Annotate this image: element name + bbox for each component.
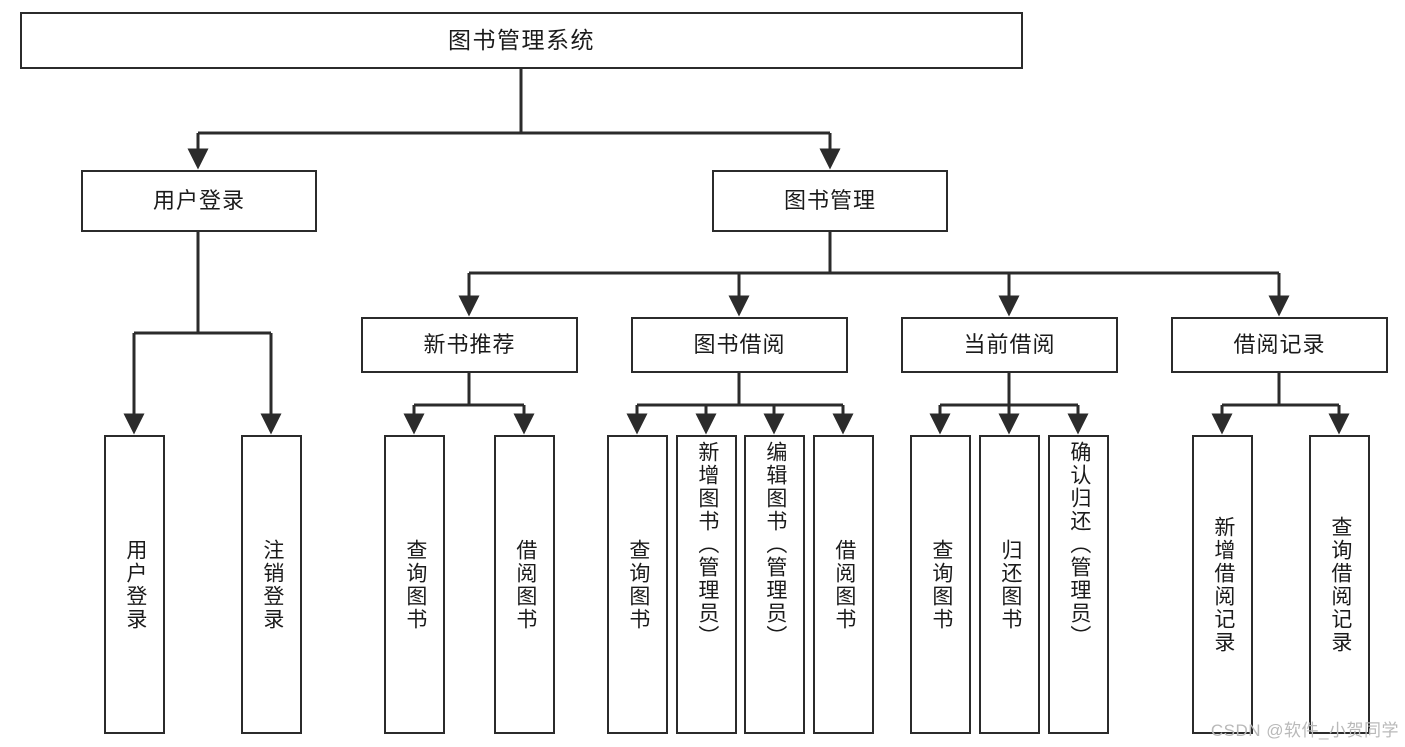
node-leaf-confirm-return[interactable]: 确认归还（管理员） (1048, 435, 1109, 734)
node-root-label: 图书管理系统 (448, 26, 595, 53)
node-leaf-add-book-label: 新增图书（管理员） (695, 441, 719, 648)
node-leaf-edit-book-label: 编辑图书（管理员） (763, 441, 787, 648)
node-leaf-borrow-book-1[interactable]: 借阅图书 (494, 435, 555, 734)
node-user-login-label: 用户登录 (152, 187, 245, 213)
node-leaf-return-book[interactable]: 归还图书 (979, 435, 1040, 734)
node-current-borrow[interactable]: 当前借阅 (901, 317, 1118, 373)
node-book-borrow-label: 图书借阅 (693, 331, 786, 357)
node-leaf-query-book-3-label: 查询图书 (929, 538, 953, 631)
node-leaf-borrow-book-1-label: 借阅图书 (513, 538, 537, 631)
node-leaf-add-record[interactable]: 新增借阅记录 (1192, 435, 1253, 734)
node-leaf-add-record-label: 新增借阅记录 (1211, 515, 1235, 654)
watermark: CSDN @软件_小贺同学 (1210, 721, 1399, 740)
node-leaf-edit-book[interactable]: 编辑图书（管理员） (744, 435, 805, 734)
node-leaf-logout-login[interactable]: 注销登录 (241, 435, 302, 734)
node-leaf-confirm-return-label: 确认归还（管理员） (1067, 441, 1091, 648)
node-leaf-user-login[interactable]: 用户登录 (104, 435, 165, 734)
node-leaf-query-record-label: 查询借阅记录 (1328, 515, 1352, 654)
node-leaf-logout-login-label: 注销登录 (260, 538, 284, 631)
node-book-management[interactable]: 图书管理 (712, 170, 948, 232)
node-leaf-query-book-3[interactable]: 查询图书 (910, 435, 971, 734)
node-user-login[interactable]: 用户登录 (81, 170, 317, 232)
node-leaf-borrow-book-2[interactable]: 借阅图书 (813, 435, 874, 734)
node-book-borrow[interactable]: 图书借阅 (631, 317, 848, 373)
node-new-book-recommend[interactable]: 新书推荐 (361, 317, 578, 373)
node-leaf-add-book[interactable]: 新增图书（管理员） (676, 435, 737, 734)
node-leaf-query-book-1[interactable]: 查询图书 (384, 435, 445, 734)
node-leaf-borrow-book-2-label: 借阅图书 (832, 538, 856, 631)
node-leaf-return-book-label: 归还图书 (998, 538, 1022, 631)
node-book-management-label: 图书管理 (783, 187, 876, 213)
node-borrow-record[interactable]: 借阅记录 (1171, 317, 1388, 373)
node-current-borrow-label: 当前借阅 (963, 331, 1056, 357)
node-new-book-recommend-label: 新书推荐 (423, 331, 516, 357)
node-root[interactable]: 图书管理系统 (20, 12, 1023, 69)
node-leaf-query-book-2-label: 查询图书 (626, 538, 650, 631)
node-borrow-record-label: 借阅记录 (1233, 331, 1326, 357)
node-leaf-query-book-1-label: 查询图书 (403, 538, 427, 631)
node-leaf-user-login-label: 用户登录 (123, 538, 147, 631)
node-leaf-query-record[interactable]: 查询借阅记录 (1309, 435, 1370, 734)
node-leaf-query-book-2[interactable]: 查询图书 (607, 435, 668, 734)
